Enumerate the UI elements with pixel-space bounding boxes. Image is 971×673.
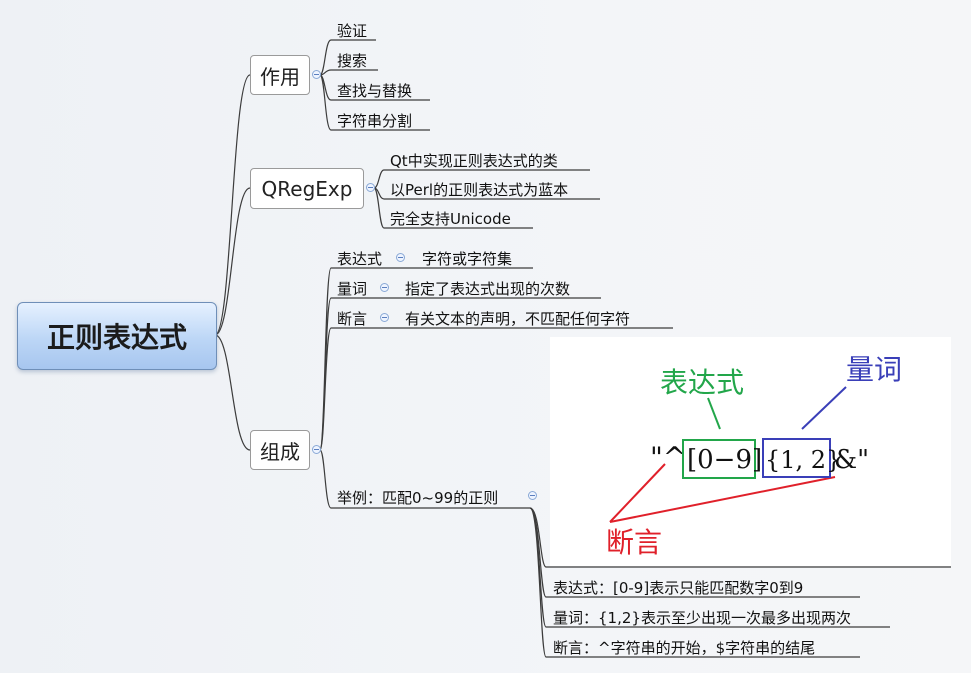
note-expression[interactable]: 表达式：[0-9]表示只能匹配数字0到9 — [553, 579, 804, 597]
qregexp-item[interactable]: 完全支持Unicode — [390, 210, 511, 228]
regex-class: [0−9] — [687, 445, 762, 475]
branch-qregexp[interactable]: QRegExp — [250, 168, 364, 209]
regex-open: "^ — [650, 441, 686, 474]
qregexp-item[interactable]: 以Perl的正则表达式为蓝本 — [390, 181, 569, 199]
part-quantifier-detail[interactable]: 指定了表达式出现的次数 — [405, 280, 571, 298]
zuoyong-item[interactable]: 搜索 — [337, 52, 368, 70]
edge-root-zuoyong — [214, 74, 251, 336]
example-node[interactable]: 举例：匹配0~99的正则 — [337, 489, 499, 507]
regex-example-image: 表达式 量词 断言 "^ [0−9] {1, 2} &" — [550, 337, 951, 566]
pointer-assertion-end — [609, 476, 836, 523]
zuoyong-item[interactable]: 查找与替换 — [337, 82, 413, 100]
pointer-assertion-start — [609, 463, 666, 523]
note-assertion[interactable]: 断言：^字符串的开始，$字符串的结尾 — [553, 639, 816, 657]
root-node[interactable]: 正则表达式 — [17, 302, 217, 370]
regex-illustration: 表达式 量词 断言 "^ [0−9] {1, 2} &" — [606, 353, 902, 559]
part-expression-detail[interactable]: 字符或字符集 — [422, 250, 513, 268]
part-quantifier[interactable]: 量词 — [337, 280, 368, 298]
branch-qregexp-label: QRegExp — [261, 176, 353, 201]
branch-zucheng[interactable]: 组成 — [250, 430, 310, 470]
collapse-zucheng-icon[interactable] — [312, 445, 321, 454]
collapse-qregexp-icon[interactable] — [366, 183, 375, 192]
branch-zucheng-label: 组成 — [260, 439, 300, 464]
label-quantifier-text: 量词 — [846, 353, 902, 386]
highlight-quantifier — [762, 438, 831, 478]
branch-zuoyong[interactable]: 作用 — [250, 55, 310, 95]
edge-root-qregexp — [214, 187, 251, 336]
branch-zuoyong-label: 作用 — [260, 64, 300, 89]
part-expression[interactable]: 表达式 — [337, 250, 383, 268]
collapse-assertion-icon[interactable] — [380, 313, 389, 322]
collapse-expression-icon[interactable] — [396, 253, 405, 262]
collapse-zuoyong-icon[interactable] — [312, 70, 321, 79]
highlight-expression — [682, 439, 756, 479]
pointer-expression — [707, 397, 721, 430]
note-quantifier[interactable]: 量词：{1,2}表示至少出现一次最多出现两次 — [553, 609, 851, 627]
label-assertion-text: 断言 — [606, 526, 662, 559]
part-assertion-detail[interactable]: 有关文本的声明，不匹配任何字符 — [405, 310, 631, 328]
zuoyong-item[interactable]: 验证 — [337, 22, 368, 40]
qregexp-item[interactable]: Qt中实现正则表达式的类 — [390, 152, 558, 170]
pointer-quantifier — [801, 386, 847, 430]
collapse-example-icon[interactable] — [528, 491, 537, 500]
part-assertion[interactable]: 断言 — [337, 310, 368, 328]
collapse-quantifier-icon[interactable] — [380, 283, 389, 292]
zuoyong-item[interactable]: 字符串分割 — [337, 112, 413, 130]
regex-close: &" — [834, 445, 869, 475]
edge-root-zucheng — [214, 334, 251, 451]
root-label: 正则表达式 — [46, 321, 187, 354]
regex-quant: {1, 2} — [765, 446, 841, 474]
label-expression-text: 表达式 — [660, 366, 744, 399]
